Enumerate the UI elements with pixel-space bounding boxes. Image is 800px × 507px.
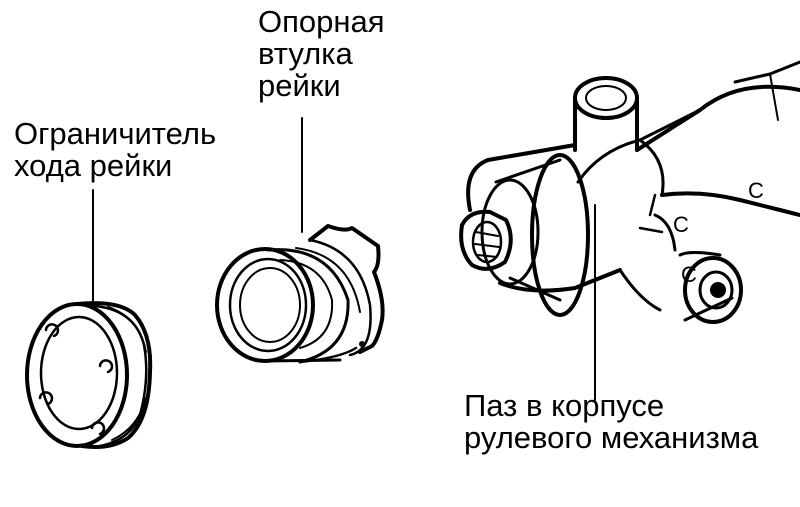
callout-letter: C [681,262,697,287]
label-line: Опорная [258,4,385,39]
callout-letter: C [748,178,764,203]
label-line: Паз в корпусе [464,388,665,423]
label-line: Ограничитель [14,116,217,151]
label-rack-stop: Ограничитель хода рейки [14,118,216,182]
rack-stop-ring [25,189,153,449]
callout-letter: C [673,212,689,237]
steering-gear-housing [459,60,800,401]
label-rack-bearing-bushing: Опорная втулка рейки [258,6,385,102]
rack-bearing-bushing [215,117,385,364]
label-housing-groove: Паз в корпусе рулевого механизма [464,390,758,454]
label-line: рейки [258,68,341,103]
label-line: рулевого механизма [464,420,759,455]
label-line: втулка [258,36,353,71]
label-line: хода рейки [14,148,173,183]
